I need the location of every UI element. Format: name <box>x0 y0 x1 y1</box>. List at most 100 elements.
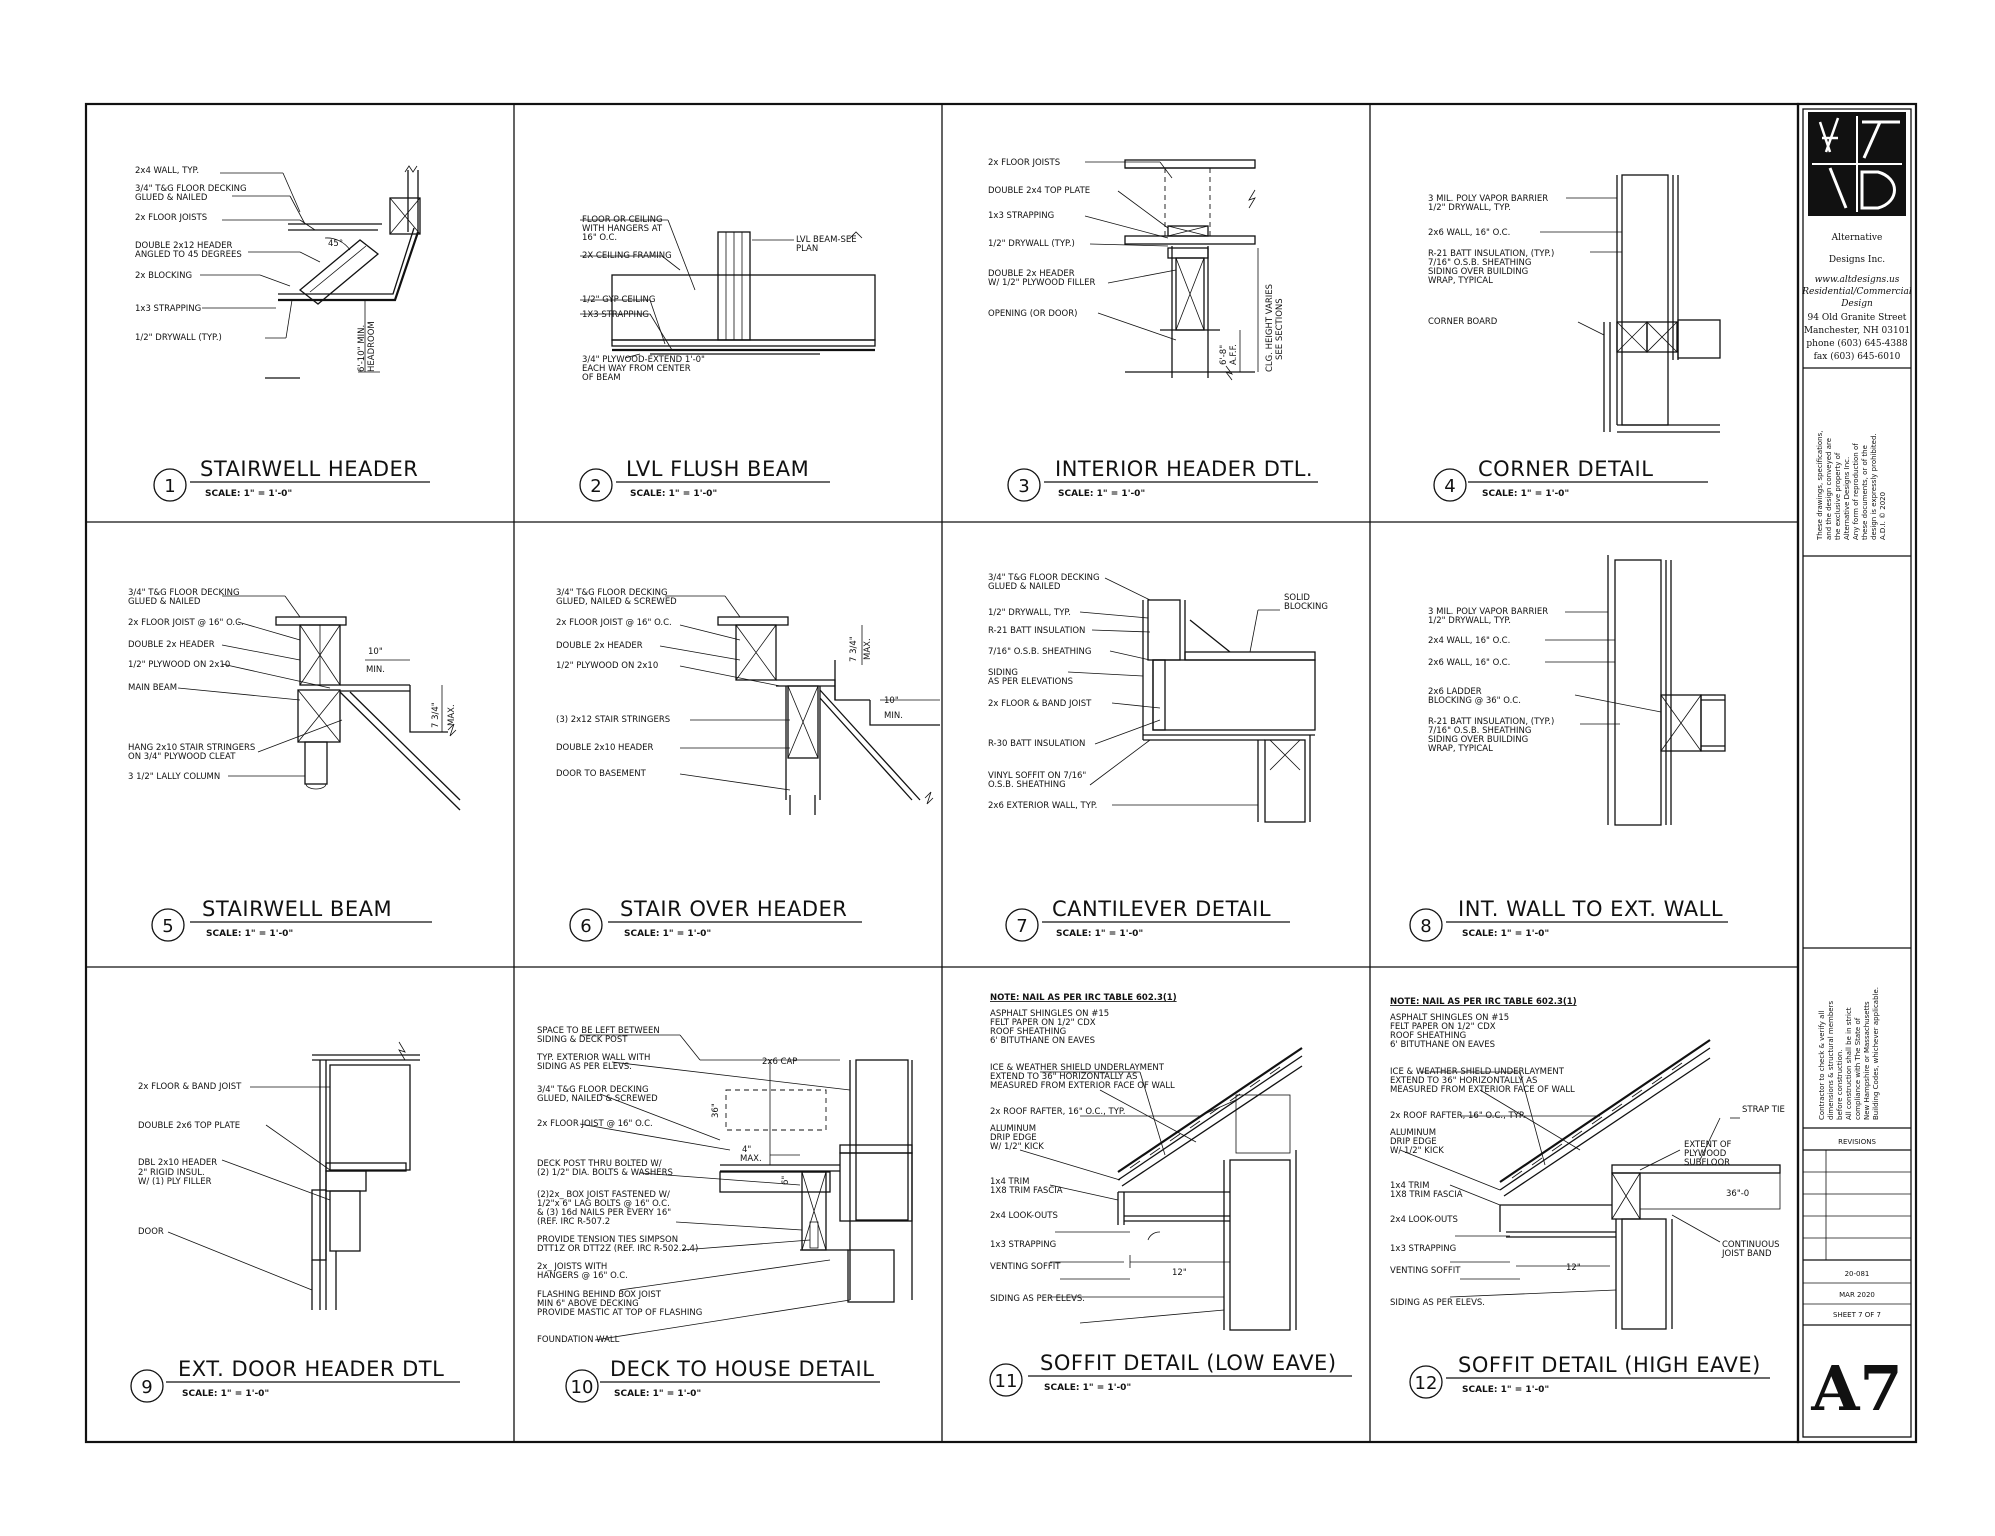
detail-10-label: HANGERS @ 16" O.C. <box>537 1271 628 1281</box>
detail-6-label: 2x FLOOR JOIST @ 16" O.C. <box>556 618 672 628</box>
detail-7-scale: SCALE: 1" = 1'-0" <box>1056 929 1143 939</box>
detail-1-label: HEADROOM <box>367 321 377 372</box>
detail-6-label: DOOR TO BASEMENT <box>556 769 647 779</box>
detail-8-label: BLOCKING @ 36" O.C. <box>1428 696 1521 706</box>
detail-11-note: NOTE: NAIL AS PER IRC TABLE 602.3(1) <box>990 993 1177 1003</box>
detail-12-label: CONTINUOUS <box>1722 1240 1780 1250</box>
detail-7-label: BLOCKING <box>1284 602 1328 612</box>
detail-3-label: 6'-8" <box>1219 345 1229 365</box>
contractor-line: before construction. <box>1836 1049 1844 1120</box>
detail-3: 2x FLOOR JOISTS DOUBLE 2x4 TOP PLATE 1x3… <box>988 158 1318 502</box>
detail-12-label: W/ 1/2" KICK <box>1390 1146 1444 1156</box>
detail-10-label: DECK POST THRU BOLTED W/ <box>537 1159 662 1169</box>
detail-7-label: SIDING <box>988 668 1018 678</box>
detail-2-label: 16" O.C. <box>582 233 617 243</box>
detail-11-label: 2x ROOF RAFTER, 16" O.C., TYP. <box>990 1107 1125 1117</box>
detail-11-label: 1x3 STRAPPING <box>990 1240 1056 1250</box>
detail-1-label: GLUED & NAILED <box>135 193 208 203</box>
detail-11-scale: SCALE: 1" = 1'-0" <box>1044 1383 1131 1393</box>
detail-10-label: (REF. IRC R-507.2 <box>537 1217 610 1227</box>
detail-11: NOTE: NAIL AS PER IRC TABLE 602.3(1) ASP… <box>989 993 1352 1397</box>
detail-2-number: 2 <box>590 476 601 497</box>
sheet-count: SHEET 7 OF 7 <box>1833 1311 1881 1319</box>
detail-6-label: DOUBLE 2x HEADER <box>556 641 643 651</box>
detail-4-label: WRAP, TYPICAL <box>1428 276 1493 286</box>
detail-9-title: EXT. DOOR HEADER DTL <box>178 1357 444 1381</box>
detail-6-label: 3/4" T&G FLOOR DECKING <box>556 588 668 598</box>
detail-12-label: 36"-0 <box>1726 1189 1749 1199</box>
detail-3-label: DOUBLE 2x HEADER <box>988 269 1075 279</box>
detail-6-number: 6 <box>580 916 591 937</box>
company-address: Manchester, NH 03101 <box>1804 326 1910 336</box>
detail-12-label: MEASURED FROM EXTERIOR FACE OF WALL <box>1390 1085 1575 1095</box>
detail-9-number: 9 <box>141 1377 152 1398</box>
detail-8-label: SIDING OVER BUILDING <box>1428 735 1528 745</box>
detail-2-label: EACH WAY FROM CENTER <box>582 364 691 374</box>
company-fax: fax (603) 645-6010 <box>1814 351 1901 362</box>
detail-12-number-circle <box>1409 1365 1443 1399</box>
detail-4-label: 7/16" O.S.B. SHEATHING <box>1428 258 1531 268</box>
detail-10-label: FOUNDATION WALL <box>537 1335 620 1345</box>
detail-6-label: MAX. <box>863 638 873 660</box>
detail-2-label: LVL BEAM-SEE <box>796 235 857 245</box>
detail-1-label: 2x FLOOR JOISTS <box>135 213 207 223</box>
project-number: 20-081 <box>1845 1270 1870 1278</box>
detail-1-title: STAIRWELL HEADER <box>200 457 418 481</box>
detail-10: SPACE TO BE LEFT BETWEEN SIDING & DECK P… <box>536 1026 913 1403</box>
contractor-line: Building Codes, whichever applicable. <box>1872 987 1880 1120</box>
detail-1-label: DOUBLE 2x12 HEADER <box>135 241 233 251</box>
copyright-line: design is expressly prohibited. <box>1870 433 1878 540</box>
detail-3-number-circle <box>1007 468 1041 502</box>
detail-10-label: GLUED, NAILED & SCREWED <box>537 1094 658 1104</box>
detail-2-label: OF BEAM <box>582 373 621 383</box>
detail-10-label: & (3) 16d NAILS PER EVERY 16" <box>537 1208 671 1218</box>
detail-8-number: 8 <box>1420 916 1431 937</box>
detail-6: 3/4" T&G FLOOR DECKING GLUED, NAILED & S… <box>556 588 940 942</box>
detail-4-label: R-21 BATT INSULATION, (TYP.) <box>1428 249 1554 259</box>
detail-11-number-circle <box>989 1363 1023 1397</box>
detail-1-label: ANGLED TO 45 DEGREES <box>135 250 242 260</box>
detail-5-label: 7 3/4" <box>431 702 441 728</box>
detail-12-label: 1x3 STRAPPING <box>1390 1244 1456 1254</box>
detail-12-label: DRIP EDGE <box>1390 1137 1437 1147</box>
detail-2-label: 1X3 STRAPPING <box>582 310 649 320</box>
company-website: www.altdesigns.us <box>1815 275 1900 285</box>
detail-9-label: DBL 2x10 HEADER <box>138 1158 217 1168</box>
detail-5-label: 3/4" T&G FLOOR DECKING <box>128 588 240 598</box>
detail-1-label: 1x3 STRAPPING <box>135 304 201 314</box>
detail-8-drawing <box>1545 555 1726 826</box>
detail-4-label: SIDING OVER BUILDING <box>1428 267 1528 277</box>
detail-5-label: 1/2" PLYWOOD ON 2x10 <box>128 660 230 670</box>
detail-5-label: MAX. <box>447 704 457 726</box>
detail-11-drawing <box>1019 1047 1303 1331</box>
detail-11-label: 2x4 LOOK-OUTS <box>990 1211 1058 1221</box>
detail-10-label: 2x_ JOISTS WITH <box>537 1262 607 1272</box>
detail-5-label: 3 1/2" LALLY COLUMN <box>128 772 220 782</box>
detail-4-label: 2x6 WALL, 16" O.C. <box>1428 228 1510 238</box>
detail-10-label: 36" <box>711 1103 721 1118</box>
detail-9-number-circle <box>130 1369 164 1403</box>
detail-1-label: 6'-10" MIN. <box>357 325 367 372</box>
detail-6-label: (3) 2x12 STAIR STRINGERS <box>556 715 670 725</box>
detail-6-title: STAIR OVER HEADER <box>620 897 847 921</box>
detail-9: 2x FLOOR & BAND JOIST DOUBLE 2x6 TOP PLA… <box>130 1041 460 1403</box>
detail-5-label: GLUED & NAILED <box>128 597 201 607</box>
company-logo <box>1808 112 1906 216</box>
detail-1-label: 2x BLOCKING <box>135 271 192 281</box>
detail-3-number: 3 <box>1018 476 1029 497</box>
company-services: Design <box>1840 299 1873 309</box>
contractor-line: Contractor to check & verify all <box>1818 1011 1826 1120</box>
detail-6-label: DOUBLE 2x10 HEADER <box>556 743 654 753</box>
detail-12-label: ALUMINUM <box>1390 1128 1436 1138</box>
detail-1-label: 1/2" DRYWALL (TYP.) <box>135 333 222 343</box>
detail-11-label: ASPHALT SHINGLES ON #15 <box>990 1009 1109 1019</box>
detail-2-label: 1/2" GYP CEILING <box>582 295 655 305</box>
detail-11-title: SOFFIT DETAIL (LOW EAVE) <box>1040 1351 1337 1375</box>
detail-2-label: WITH HANGERS AT <box>582 224 663 234</box>
detail-4-title: CORNER DETAIL <box>1478 457 1653 481</box>
detail-6-label: MIN. <box>884 711 903 721</box>
detail-10-label: 2x FLOOR JOIST @ 16" O.C. <box>537 1119 653 1129</box>
detail-11-label: DRIP EDGE <box>990 1133 1037 1143</box>
copyright-line: and the design conveyed are <box>1825 438 1833 540</box>
